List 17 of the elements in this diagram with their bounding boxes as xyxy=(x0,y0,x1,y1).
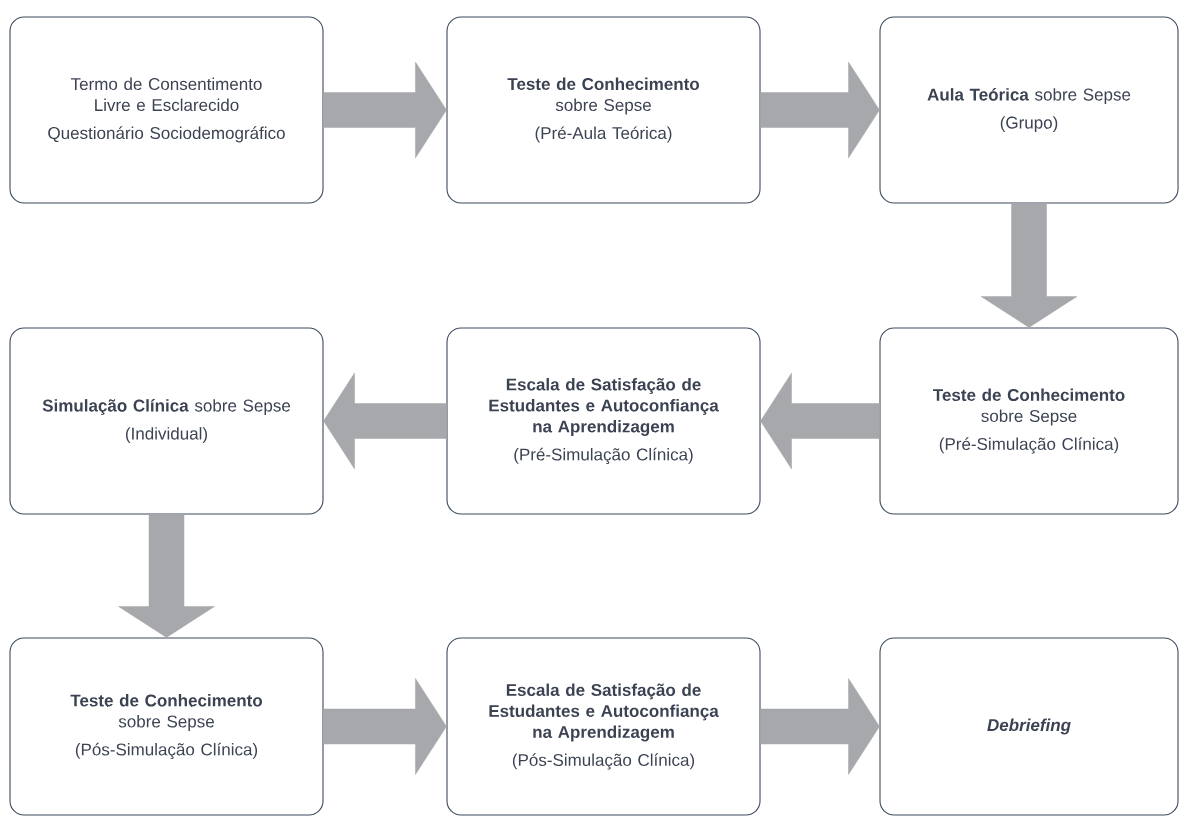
block-arrow xyxy=(760,372,880,470)
block-arrow xyxy=(323,61,447,159)
process-box: Escala de Satisfação de Estudantes e Autoconfiança na Aprendizagem (Pós-Simulação Clínica) xyxy=(446,637,761,816)
block-arrow xyxy=(323,372,447,470)
process-box: Teste de Conhecimento sobre Sepse (Pré-Simulação Clínica) xyxy=(879,327,1179,515)
process-box: Escala de Satisfação de Estudantes e Autoconfiança na Aprendizagem (Pré-Simulação Clínica) xyxy=(446,327,761,515)
process-box: Teste de Conhecimento sobre Sepse (Pós-Simulação Clínica) xyxy=(9,637,324,816)
block-arrow xyxy=(118,514,215,638)
process-box: Teste de Conhecimento sobre Sepse (Pré-Aula Teórica) xyxy=(446,16,761,204)
process-box: Debriefing xyxy=(879,637,1179,816)
block-arrow xyxy=(760,61,880,159)
process-box: Simulação Clínica sobre Sepse (Individual) xyxy=(9,327,324,515)
block-arrow xyxy=(323,678,447,775)
block-arrow xyxy=(980,203,1078,328)
block-arrow xyxy=(760,678,880,775)
process-box: Termo de Consentimento Livre e Esclarecido Questionário Sociodemográfico xyxy=(9,16,324,204)
process-box: Aula Teórica sobre Sepse (Grupo) xyxy=(879,16,1179,204)
